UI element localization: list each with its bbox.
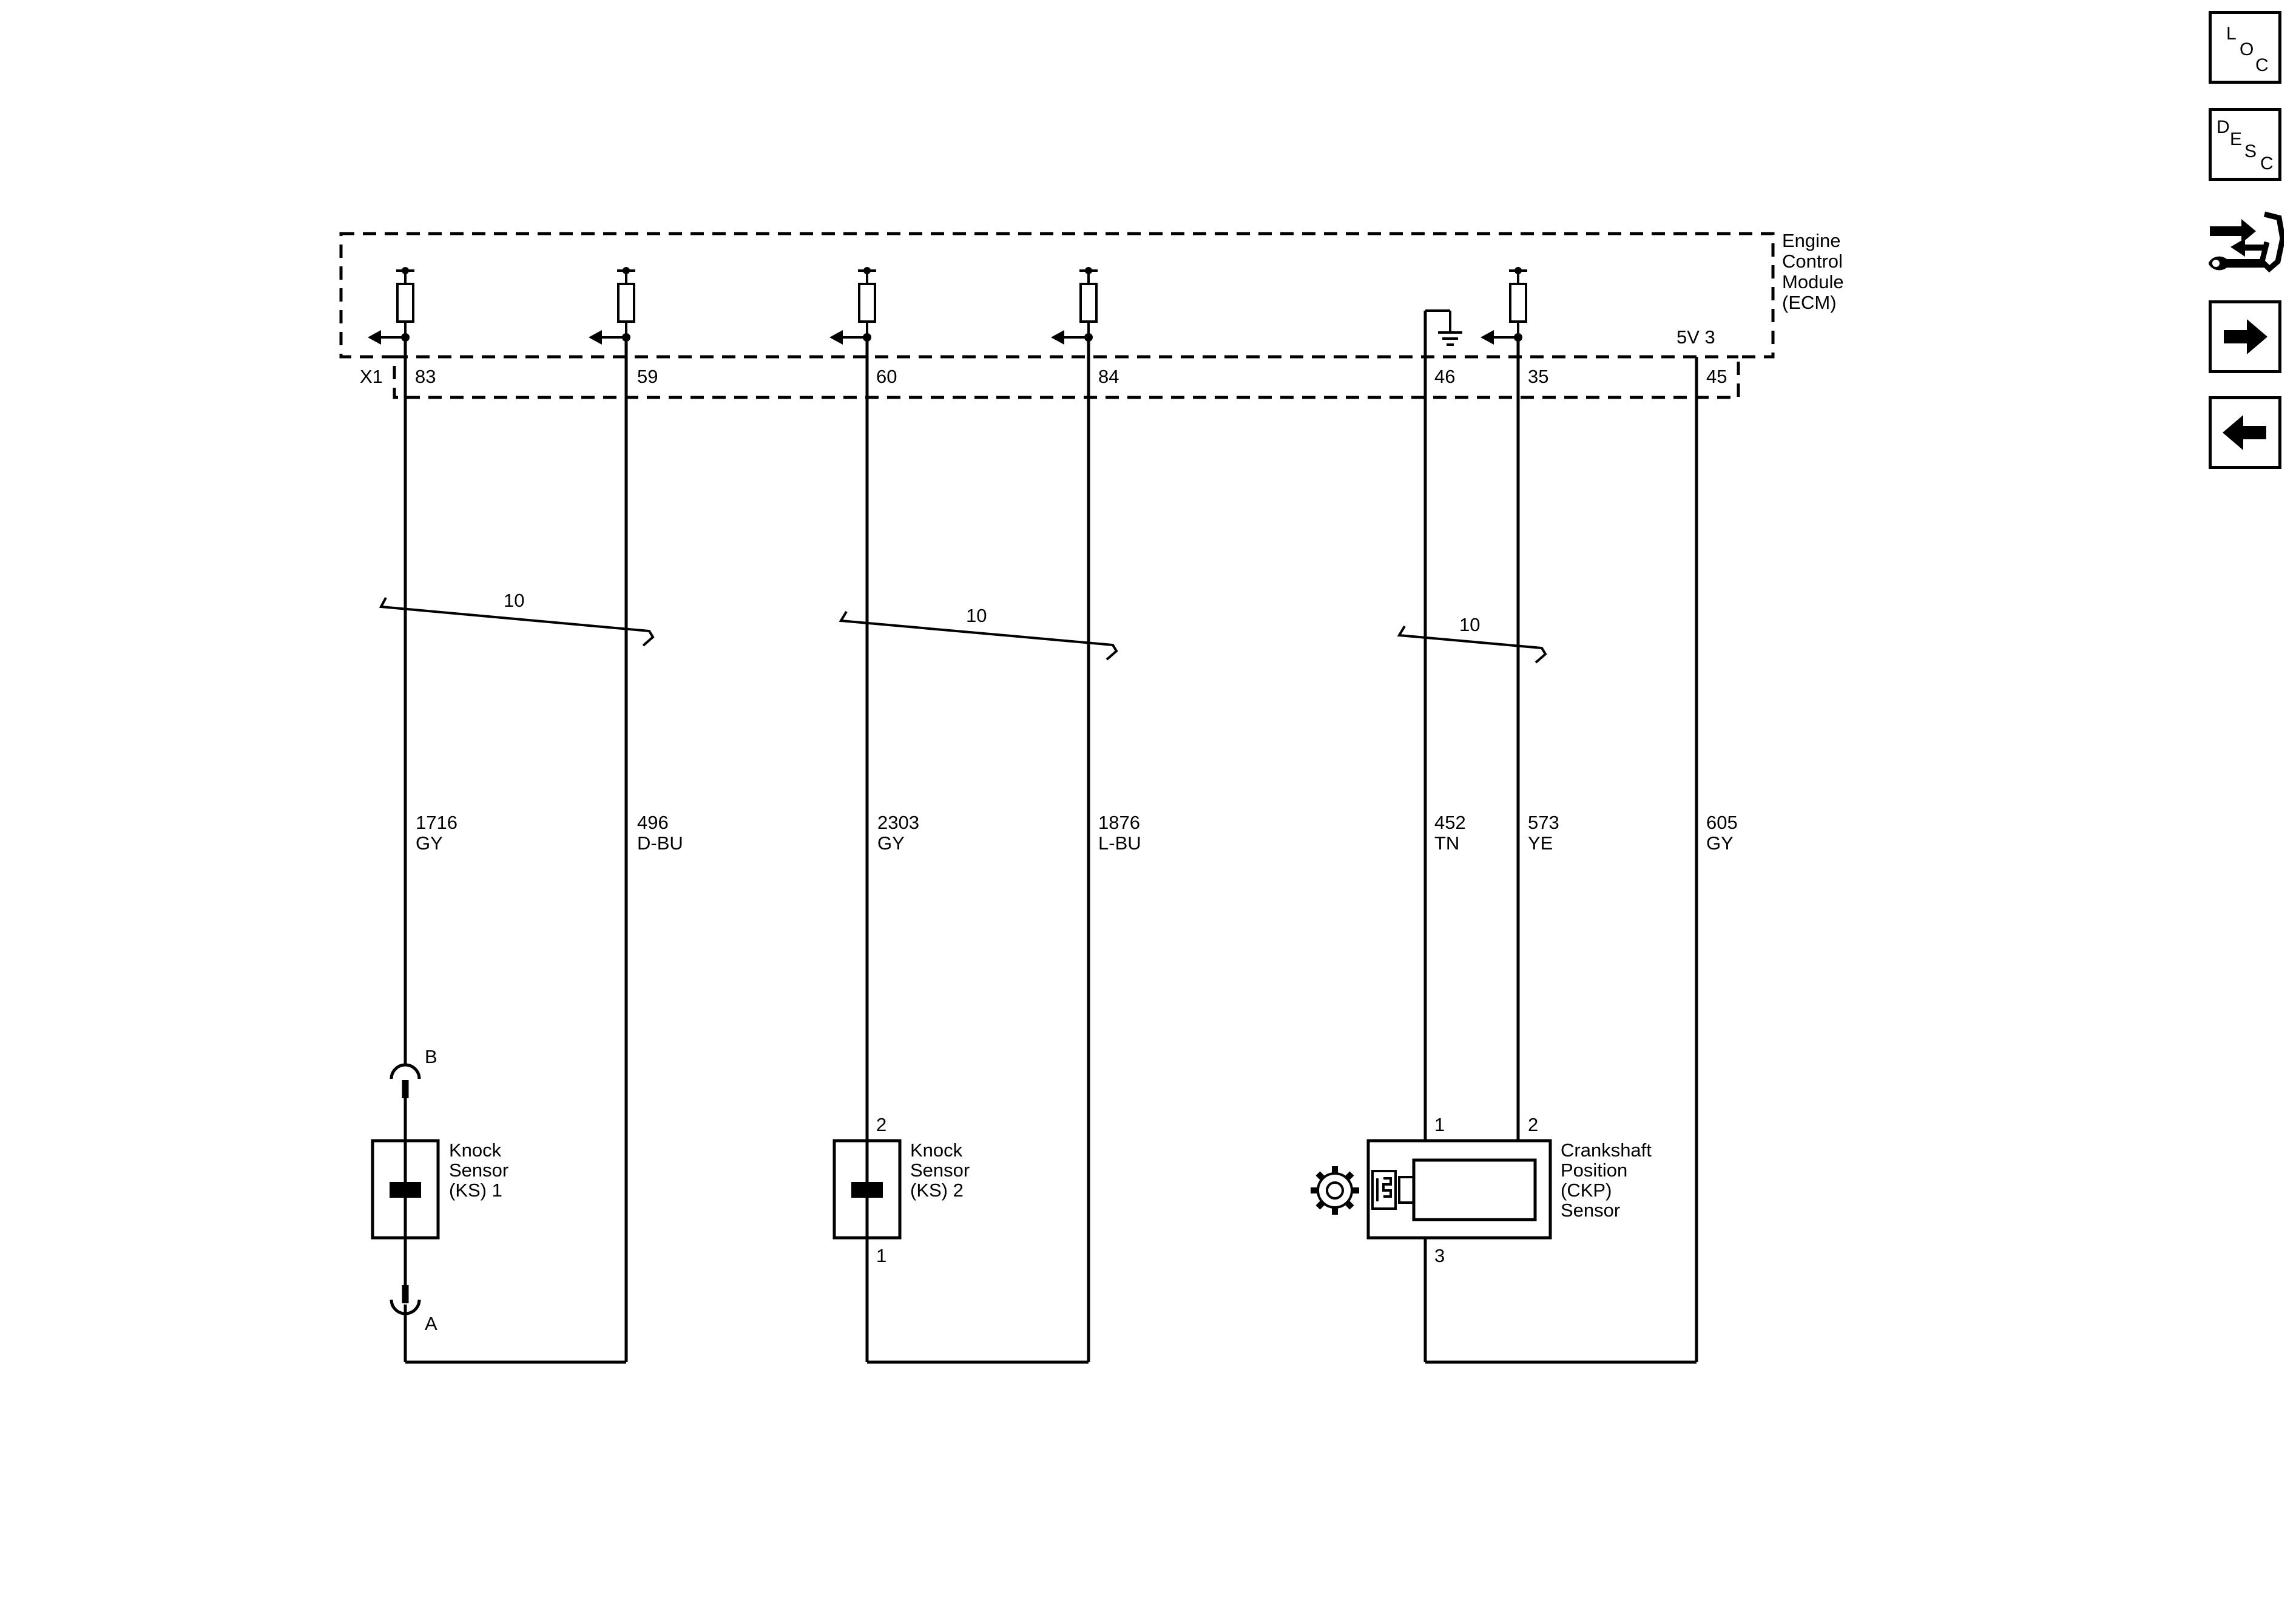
knock-sensor-2: 2 1 Knock Sensor (KS) 2 <box>832 1114 970 1266</box>
connector-label: X1 <box>360 366 383 387</box>
wire-color: GY <box>1706 832 1734 854</box>
wire-color: D-BU <box>637 832 683 854</box>
next-page-button[interactable] <box>2209 300 2281 373</box>
ecm-name-line: Control <box>1782 251 1843 272</box>
desc-letter: C <box>2260 154 2274 174</box>
pullup-resistor-83 <box>368 267 414 345</box>
wires <box>403 311 1698 1364</box>
desc-letter: D <box>2217 117 2230 137</box>
sensor-name-line: (KS) 2 <box>910 1180 964 1201</box>
wire-color: YE <box>1528 832 1553 854</box>
pin-label: 2 <box>1528 1114 1538 1135</box>
bundle-label: 10 <box>504 590 524 611</box>
wire-circuit: 573 <box>1528 812 1559 833</box>
pin-label: 1 <box>876 1245 886 1266</box>
twisted-pair-marks: 10 10 10 <box>379 590 1547 664</box>
wire-circuit: 452 <box>1434 812 1466 833</box>
sensor-name-line: (KS) 1 <box>449 1180 502 1201</box>
wire-circuit: 496 <box>637 812 669 833</box>
sensor-name-line: Knock <box>449 1139 502 1161</box>
wire-circuit: 2303 <box>877 812 919 833</box>
desc-letter: S <box>2244 141 2257 161</box>
pullup-resistor-59 <box>589 267 635 345</box>
arrow-right-icon <box>2224 319 2267 354</box>
ecm-internal-circuits <box>368 267 1527 346</box>
wire-circuit: 605 <box>1706 812 1738 833</box>
ecm-boundary <box>339 232 1775 399</box>
wire-circuit: 1876 <box>1098 812 1140 833</box>
loc-letter: C <box>2255 55 2269 75</box>
sensor-name-line: Sensor <box>910 1160 970 1181</box>
pin-label: 46 <box>1434 366 1455 387</box>
connector-b <box>390 1063 421 1079</box>
ecm-pin-labels: 83 59 60 84 46 35 45 <box>415 366 1727 387</box>
sensor-name-line: (CKP) <box>1561 1180 1612 1201</box>
ecm-name-line: (ECM) <box>1782 292 1837 313</box>
ckp-sensor: 1 2 3 Crankshaft Position (CKP) Sensor <box>1311 1114 1652 1266</box>
sensor-name-line: Sensor <box>1561 1200 1620 1221</box>
knock-sensor-1: B A Knock Sensor (KS) 1 <box>371 1046 508 1334</box>
bundle-label: 10 <box>1459 614 1480 635</box>
loc-letter: L <box>2226 24 2237 44</box>
connector-label: B <box>425 1046 437 1067</box>
pin-label: 83 <box>415 366 436 387</box>
sensor-name-line: Knock <box>910 1139 963 1161</box>
previous-page-button[interactable] <box>2209 396 2281 469</box>
ecm-label: Engine Control Module (ECM) <box>1782 230 1844 313</box>
pullup-resistor-35 <box>1481 267 1527 345</box>
loc-letter: O <box>2240 39 2254 59</box>
pin-label: 84 <box>1098 366 1119 387</box>
wire-color: TN <box>1434 832 1459 854</box>
connector-label: A <box>425 1313 437 1334</box>
location-button[interactable]: L O C <box>2209 11 2281 84</box>
pin-label: 2 <box>876 1114 886 1135</box>
wire-color: L-BU <box>1098 832 1141 854</box>
wire-labels: 1716 GY 496 D-BU 2303 GY 1876 L-BU 452 T… <box>416 812 1738 854</box>
wire-circuit: 1716 <box>416 812 458 833</box>
pin-label: 45 <box>1706 366 1727 387</box>
pin-label: 59 <box>637 366 658 387</box>
arrow-left-icon <box>2223 415 2266 450</box>
connector-a <box>390 1299 421 1315</box>
pin-label: 3 <box>1434 1245 1445 1266</box>
pin-label: 60 <box>876 366 897 387</box>
ground-symbol-46 <box>1425 309 1462 346</box>
ecm-name-line: Module <box>1782 271 1844 292</box>
wire-color: GY <box>416 832 443 854</box>
description-button[interactable]: D E S C <box>2209 108 2281 181</box>
sensor-name-line: Sensor <box>449 1160 508 1181</box>
sensor-name-line: Crankshaft <box>1561 1139 1652 1161</box>
pin-label: 1 <box>1434 1114 1445 1135</box>
connector-end-view-icon <box>2209 211 2286 273</box>
connector-end-view-button[interactable] <box>2206 203 2286 282</box>
bundle-label: 10 <box>966 605 987 626</box>
sensor-name-line: Position <box>1561 1160 1627 1181</box>
ecm-name-line: Engine <box>1782 230 1841 251</box>
desc-letter: E <box>2230 129 2243 149</box>
reference-voltage-label: 5V 3 <box>1676 326 1715 348</box>
reluctor-wheel-icon <box>1311 1166 1359 1215</box>
pullup-resistor-84 <box>1051 267 1098 345</box>
pin-label: 35 <box>1528 366 1548 387</box>
wire-color: GY <box>877 832 905 854</box>
pullup-resistor-60 <box>829 267 876 345</box>
